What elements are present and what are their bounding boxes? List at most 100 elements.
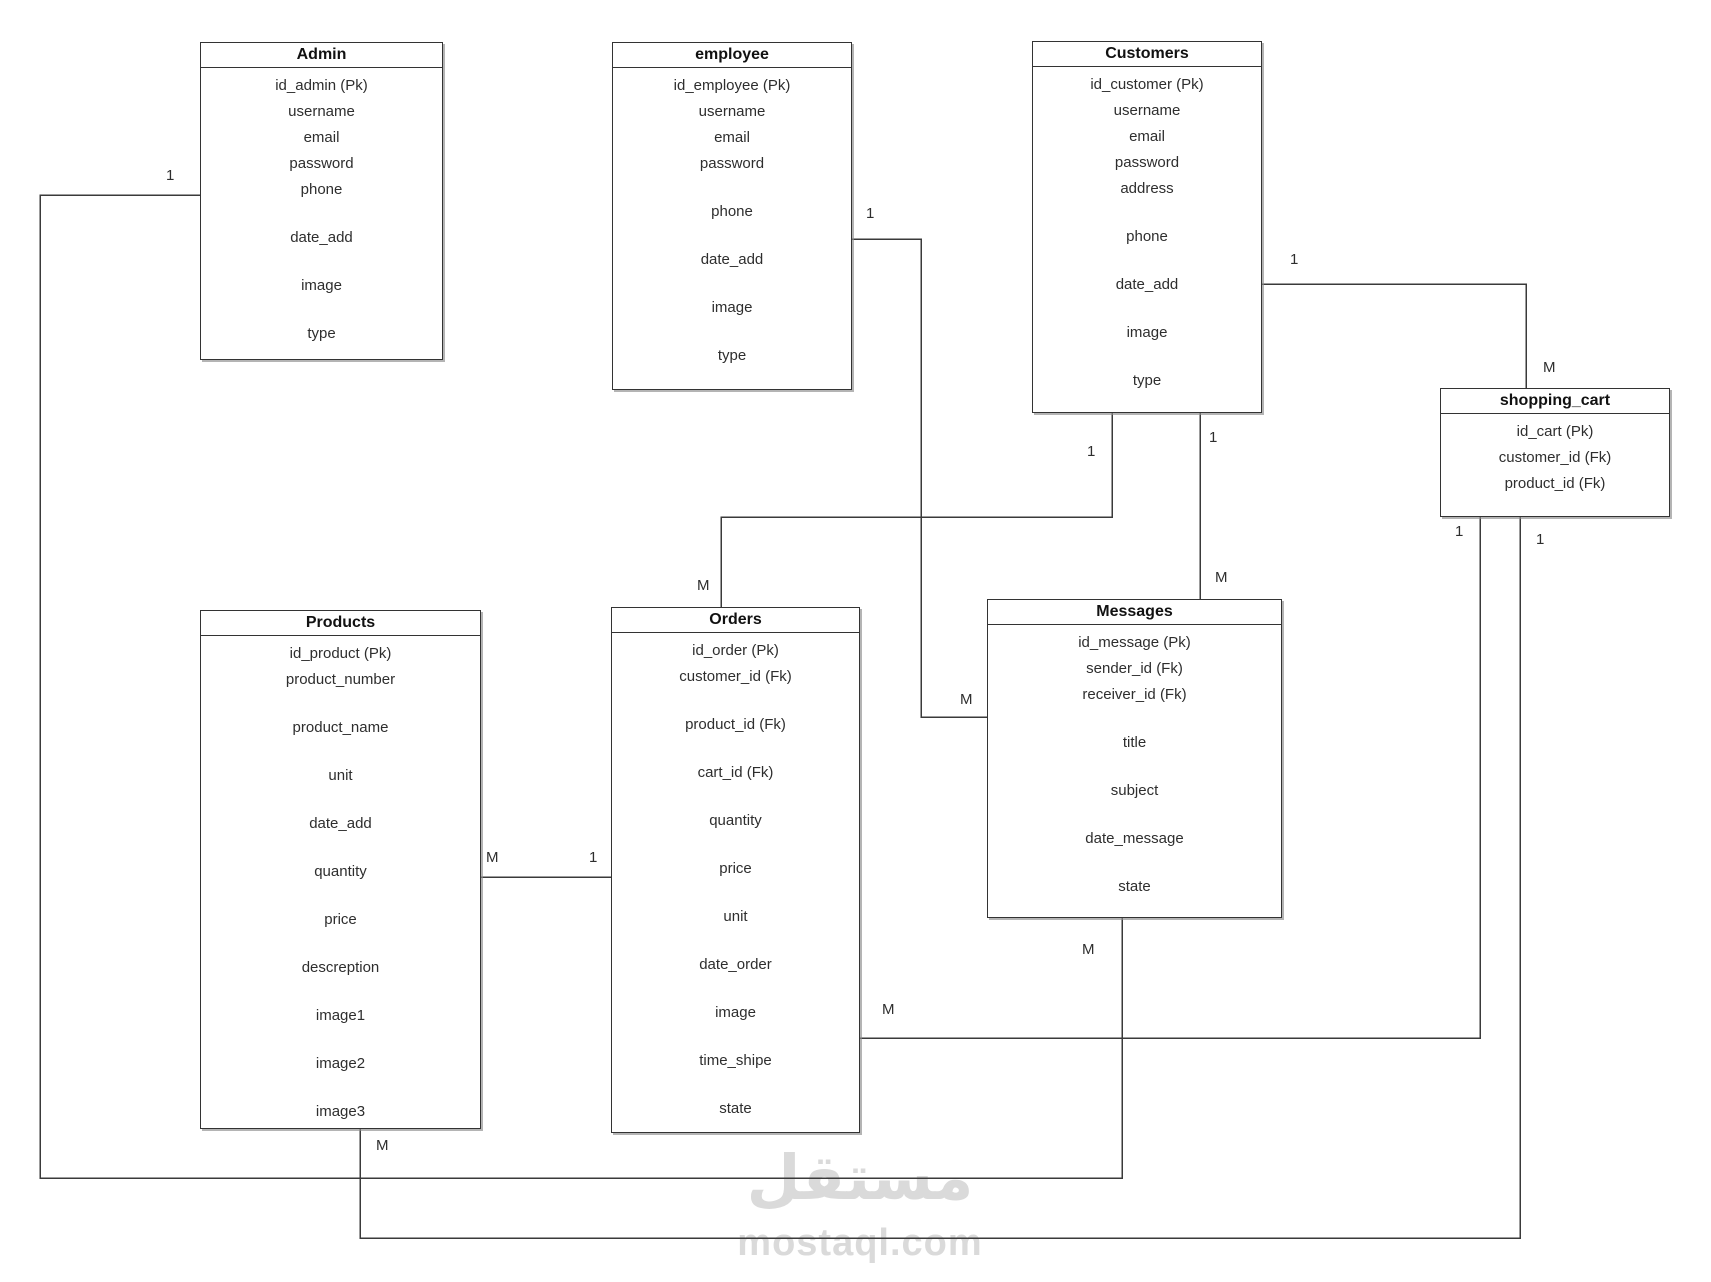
field-row: time_shipe [699,1052,772,1069]
field-row: date_message [1085,830,1184,847]
field-row: subject [1110,782,1159,799]
field-row: sender_id (Fk) [1086,660,1183,677]
field-row: id_message (Pk) [1078,634,1191,651]
field-row: type [307,325,336,342]
field-row: state [719,1100,752,1117]
field-spacer [201,299,442,321]
field-spacer [612,978,859,1000]
field-spacer [201,837,480,859]
field-spacer [1033,298,1261,320]
entity-customers: Customers id_customer (Pk) username email pa… [1032,41,1262,413]
field-spacer [1033,202,1261,224]
field-spacer [612,1074,859,1096]
entity-fields-orders: id_order (Pk)customer_id (Fk)product_id … [612,633,859,1122]
cardinality-label-customers-shopping_cart-1: 1 [1290,251,1299,268]
cardinality-label-products-shopping_cart-M: M [376,1137,389,1154]
field-row: email [1129,128,1165,145]
field-row: email [303,129,340,146]
field-spacer [988,852,1281,874]
field-spacer [1033,346,1261,368]
field-spacer [613,321,851,343]
field-spacer [201,885,480,907]
field-row: product_id (Fk) [685,716,786,733]
field-row: image2 [315,1055,366,1072]
connector-employee-messages [850,238,987,718]
entity-title-shopping_cart: shopping_cart [1441,389,1669,414]
field-spacer [612,738,859,760]
field-spacer [613,273,851,295]
entity-admin: Admin id_admin (Pk) username email password p… [200,42,443,360]
field-row: date_add [309,815,372,832]
watermark-site-url: mostaql.com [737,1222,983,1264]
field-row: image [301,277,342,294]
cardinality-label-admin-messages-M: M [1082,941,1095,958]
field-row: unit [328,767,353,784]
field-row: title [1122,734,1147,751]
field-spacer [612,834,859,856]
field-row: date_add [700,251,764,268]
field-spacer [1033,250,1261,272]
field-spacer [988,708,1281,730]
field-row: password [289,155,354,172]
cardinality-label-employee-messages-M: M [960,691,973,708]
field-row: quantity [709,812,762,829]
field-row: descreption [301,959,380,976]
field-row: receiver_id (Fk) [1082,686,1187,703]
field-row: id_product (Pk) [289,645,392,662]
field-row: type [1132,372,1162,389]
connector-orders-shopping_cart [860,517,1481,1039]
field-spacer [201,933,480,955]
cardinality-label-customers-messages-1: 1 [1209,429,1218,446]
field-spacer [612,690,859,712]
field-spacer [612,882,859,904]
field-row: product_id (Fk) [1504,475,1606,492]
field-row: customer_id (Fk) [1498,449,1612,466]
field-spacer [613,225,851,247]
cardinality-label-customers-orders-M: M [697,577,710,594]
field-row: cart_id (Fk) [697,764,774,781]
field-spacer [988,804,1281,826]
field-row: unit [723,908,748,925]
field-row: phone [1126,228,1168,245]
field-row: password [699,155,765,172]
field-row: email [714,129,750,146]
entity-title-employee: employee [613,43,851,68]
field-spacer [988,756,1281,778]
cardinality-label-customers-messages-M: M [1215,569,1228,586]
field-row: product_name [292,719,389,736]
field-row: date_add [1115,276,1179,293]
field-row: state [1118,878,1151,895]
entity-title-customers: Customers [1033,42,1261,67]
field-row: id_admin (Pk) [275,77,368,94]
field-row: quantity [314,863,367,880]
field-row: image [711,299,753,316]
entity-title-orders: Orders [612,608,859,633]
field-spacer [201,981,480,1003]
field-row: price [719,860,752,877]
field-spacer [201,1029,480,1051]
cardinality-label-customers-orders-1: 1 [1087,443,1096,460]
field-spacer [201,741,480,763]
field-spacer [612,786,859,808]
field-row: phone [300,181,343,198]
entity-title-admin: Admin [201,43,442,68]
cardinality-label-orders-shopping_cart-M: M [882,1001,895,1018]
field-spacer [201,203,442,225]
field-row: password [1114,154,1180,171]
connector-products-shopping_cart [359,517,1521,1239]
cardinality-label-customers-shopping_cart-M: M [1543,359,1556,376]
field-row: username [1113,102,1181,119]
field-row: id_customer (Pk) [1090,76,1204,93]
field-spacer [612,930,859,952]
field-row: customer_id (Fk) [679,668,792,685]
entity-fields-messages: id_message (Pk) sender_id (Fk) receiver_id… [988,625,1281,900]
field-row: username [288,103,355,120]
entity-title-products: Products [201,611,480,636]
